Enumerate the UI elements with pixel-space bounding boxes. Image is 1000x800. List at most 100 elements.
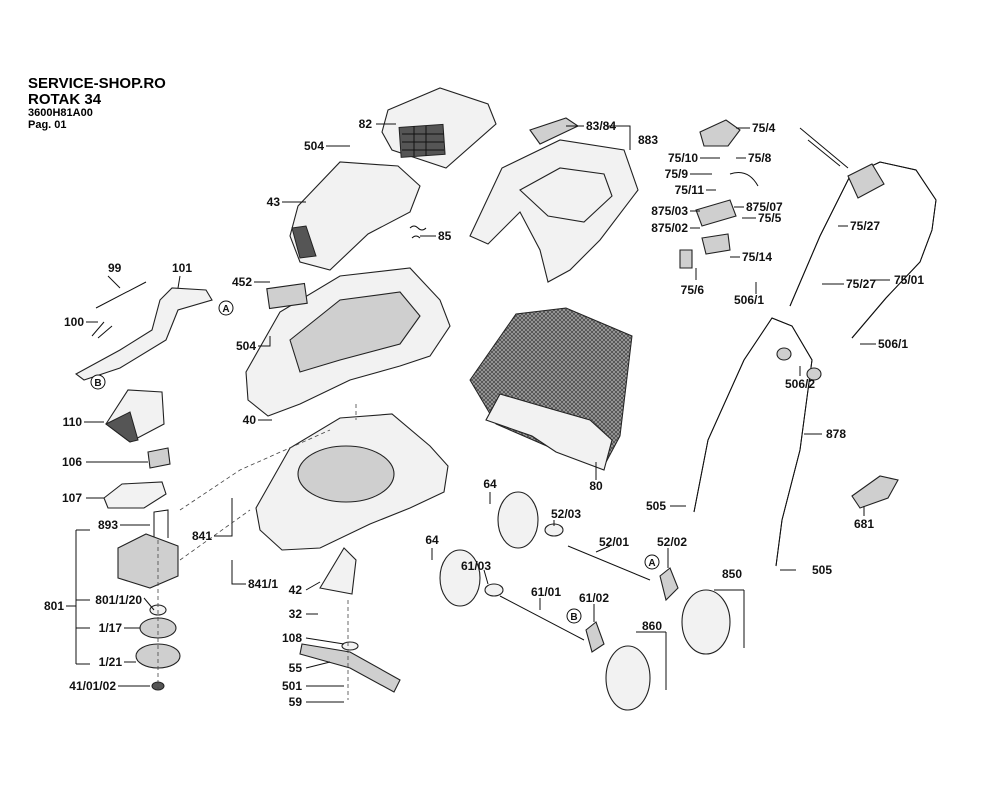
label-504-top: 504 xyxy=(304,139,324,153)
label-841-1: 841/1 xyxy=(248,577,278,591)
part-758-lever xyxy=(729,172,759,187)
label-52-03: 52/03 xyxy=(551,507,581,521)
label-681: 681 xyxy=(854,517,874,531)
part-82-grid-lines xyxy=(402,126,444,156)
part-99-spring xyxy=(95,281,147,309)
label-83-84: 83/84 xyxy=(586,119,616,133)
callout-a-lever xyxy=(218,300,234,316)
label-506-1-right: 506/1 xyxy=(878,337,908,351)
label-75-14: 75/14 xyxy=(742,250,772,264)
callout-b-axle xyxy=(566,608,582,624)
part-5202-bracket xyxy=(659,567,679,602)
label-893: 893 xyxy=(98,518,118,532)
part-43-cover xyxy=(289,161,421,271)
label-42: 42 xyxy=(289,583,303,597)
label-506-1-top: 506/1 xyxy=(734,293,764,307)
label-55: 55 xyxy=(289,661,303,675)
label-850: 850 xyxy=(722,567,742,581)
label-107: 107 xyxy=(62,491,82,505)
diagram-header: SERVICE-SHOP.RO ROTAK 34 3600H81A00 Pag.… xyxy=(28,76,166,131)
label-61-01: 61/01 xyxy=(531,585,561,599)
label-506-2: 506/2 xyxy=(785,377,815,391)
part-883-window xyxy=(519,167,613,223)
label-80: 80 xyxy=(589,479,603,493)
label-504-mid: 504 xyxy=(236,339,256,353)
part-681-hook xyxy=(851,475,899,509)
part-code: 3600H81A00 xyxy=(28,107,93,119)
label-841: 841 xyxy=(192,529,212,543)
label-875-02: 875/02 xyxy=(651,221,688,235)
part-87507-module xyxy=(695,199,737,227)
part-5062-knob-b xyxy=(806,367,822,381)
label-75-8: 75/8 xyxy=(748,151,772,165)
part-878-handle-inner xyxy=(693,317,813,567)
leader-lines xyxy=(66,123,890,703)
callout-b-axle-text: B xyxy=(570,612,577,623)
label-101: 101 xyxy=(172,261,192,275)
label-75-5: 75/5 xyxy=(758,211,782,225)
part-6102-bracket xyxy=(585,621,605,653)
label-59: 59 xyxy=(289,695,303,709)
label-75-6: 75/6 xyxy=(681,283,705,297)
part-55-blade xyxy=(299,643,401,693)
label-75-10: 75/10 xyxy=(668,151,698,165)
label-40: 40 xyxy=(243,413,257,427)
callout-b-lever xyxy=(90,374,106,390)
part-7514-block xyxy=(701,233,731,255)
part-801-motor xyxy=(117,533,179,589)
label-52-02: 52/02 xyxy=(657,535,687,549)
part-108-washer xyxy=(341,641,359,651)
axle-5201 xyxy=(567,545,651,581)
page-number: Pag. 01 xyxy=(28,119,67,131)
label-75-11: 75/11 xyxy=(675,183,705,197)
label-505-bottom: 505 xyxy=(812,563,832,577)
label-43: 43 xyxy=(267,195,281,209)
part-6103-bush xyxy=(484,583,504,597)
label-75-01: 75/01 xyxy=(894,273,924,287)
label-99: 99 xyxy=(108,261,122,275)
label-75-27-top: 75/27 xyxy=(850,219,880,233)
label-1-17: 1/17 xyxy=(99,621,123,635)
part-shapes xyxy=(74,87,937,711)
part-42-deflector xyxy=(319,547,357,595)
label-64-top: 64 xyxy=(483,477,497,491)
part-85-spring xyxy=(409,225,427,239)
label-875-07: 875/07 xyxy=(746,200,783,214)
wheel-lower-left xyxy=(439,549,481,607)
callout-a-axle xyxy=(644,554,660,570)
label-64-bottom: 64 xyxy=(425,533,439,547)
label-82: 82 xyxy=(359,117,373,131)
label-75-27-mid: 75/27 xyxy=(846,277,876,291)
label-875-03: 875/03 xyxy=(651,204,688,218)
callout-b-lever-text: B xyxy=(94,378,101,389)
part-8384-grip xyxy=(529,117,580,145)
shop-name: SERVICE-SHOP.RO xyxy=(28,75,166,92)
part-106-connector xyxy=(147,447,171,469)
part-841-chute xyxy=(297,445,395,503)
part-101-lever xyxy=(74,287,213,381)
part-43-vents xyxy=(291,225,317,259)
callout-markers: A B A B xyxy=(90,300,660,624)
part-40-inner xyxy=(289,291,421,373)
wheel-860 xyxy=(605,645,651,711)
part-7501-switch-box xyxy=(847,163,885,199)
label-878: 878 xyxy=(826,427,846,441)
callout-a-lever-text: A xyxy=(222,304,229,315)
part-82-grid xyxy=(398,123,446,158)
label-75-4: 75/4 xyxy=(752,121,776,135)
label-85: 85 xyxy=(438,229,452,243)
part-756-plug xyxy=(679,249,693,269)
part-7501-handle-inner xyxy=(789,161,937,339)
part-100-clip xyxy=(91,321,113,339)
label-452: 452 xyxy=(232,275,252,289)
part-110-vent xyxy=(105,411,139,443)
part-893-clip xyxy=(153,509,169,540)
label-61-03: 61/03 xyxy=(461,559,491,573)
model-name: ROTAK 34 xyxy=(28,91,102,108)
label-100: 100 xyxy=(64,315,84,329)
label-32: 32 xyxy=(289,607,303,621)
part-878-handle xyxy=(693,317,813,567)
part-80-base xyxy=(485,393,613,471)
label-801-1-20: 801/1/20 xyxy=(95,593,142,607)
label-1-21: 1/21 xyxy=(99,655,123,669)
